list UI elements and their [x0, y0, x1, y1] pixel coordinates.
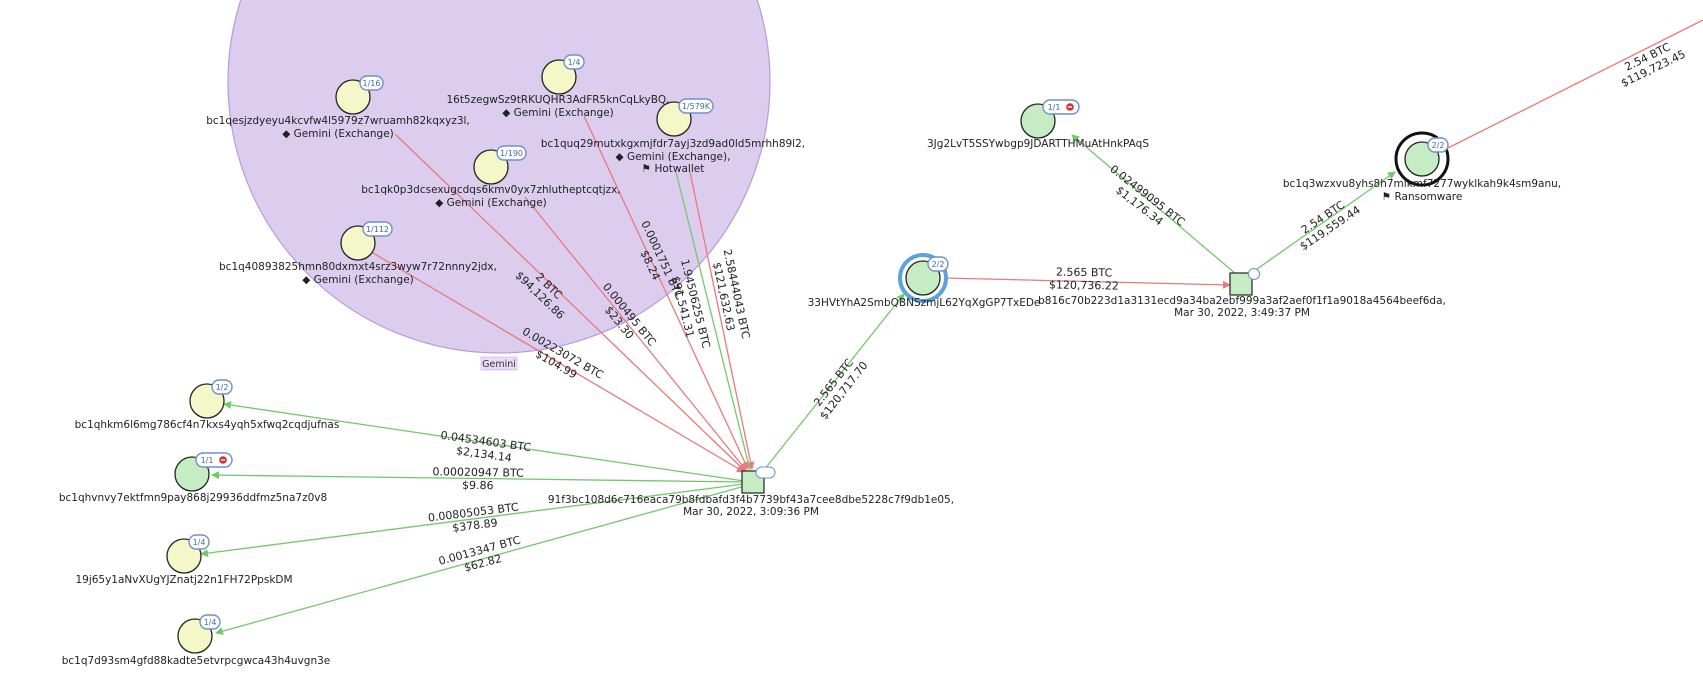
highlight-ring [898, 253, 948, 303]
selected-ring [1394, 131, 1450, 187]
count-badge-text: 1/1 [201, 456, 214, 465]
edge-label-e10: 0.0013347 BTC $62.82 [437, 533, 522, 574]
tx-hash: b816c70b223d1a3131ecd9a34ba2ebf999a3af2a… [1038, 295, 1446, 307]
count-badge-text: 1/579K [682, 102, 711, 111]
edge-tx1-o14a[interactable] [200, 483, 745, 558]
address-label: 33HVtYhA2SmbQBNSzmjL62YqXgGP7TxEDe [808, 297, 1041, 309]
count-badge [359, 75, 384, 91]
alert-icon-bar [221, 459, 225, 461]
count-badge [563, 54, 585, 70]
tx-hash: 91f3bc108d6c716eaca79b8fdbafd3f4b7739bf4… [548, 494, 954, 506]
edge-label-e8: 0.00020947 BTC $9.86 [432, 465, 524, 493]
count-badge [199, 614, 221, 630]
address-node-a16[interactable]: 1/16 bc1qesjzdyeyu4kcvfw4l5979z7wruamh82… [206, 75, 470, 140]
address-label: 19j65y1aNvXUgYJZnatj22n1FH72PpskDM [75, 574, 292, 586]
edge-tx2-ransom[interactable] [1249, 171, 1396, 275]
address-node-o11[interactable]: 1/1 bc1qhvnvy7ektfmn9pay868j29936ddfmz5n… [59, 452, 327, 504]
edge-usd: $9.86 [462, 479, 494, 493]
count-badge [678, 98, 714, 114]
address-label: bc1qhvnvy7ektfmn9pay868j29936ddfmz5na7z0… [59, 492, 327, 504]
address-node-o14a[interactable]: 1/4 19j65y1aNvXUgYJZnatj22n1FH72PpskDM [75, 534, 293, 586]
edge-a190-tx1[interactable] [524, 196, 747, 471]
edge-usd: $378.89 [452, 516, 499, 534]
address-node-a14g[interactable]: 1/4 16t5zegwSz9tRKUQHR3AdFR5knCqLkyBQ, ◆… [446, 54, 670, 119]
edge-label-e7: 0.04534603 BTC $2,134.14 [440, 429, 533, 465]
edge-btc: 2.565 BTC [1056, 266, 1113, 280]
address-node-a1579[interactable]: 1/579K bc1quq29mutxkgxmjfdr7ayj3zd9ad0ld… [541, 98, 805, 175]
count-badge-text: 2/2 [1432, 141, 1445, 150]
address-label: bc1qk0p3dcsexugcdqs6kmv0yx7zhlutheptcqtj… [361, 184, 620, 196]
address-label: 3Jg2LvT5SSYwbgp9JDARTTHMuAtHnkPAqS [927, 138, 1149, 150]
count-badge [362, 221, 393, 237]
edge-usd: $120,736.22 [1049, 278, 1119, 292]
address-label: bc1qhkm6l6mg786cf4n7kxs4yqh5xfwq2cqdjufn… [75, 419, 340, 431]
address-label: bc1q3wzxvu8yhs8h7mlkmf7277wyklkah9k4sm9a… [1283, 178, 1561, 190]
edge-tx1-o11[interactable] [211, 471, 745, 483]
edge-ransom-offscreen[interactable] [1447, 19, 1703, 149]
address-node-a190[interactable]: 1/190 bc1qk0p3dcsexugcdqs6kmv0yx7zhluthe… [361, 145, 621, 209]
edge-btc: 0.00020947 BTC [432, 465, 524, 480]
count-badge-text: 1/190 [500, 149, 523, 158]
count-badge [211, 379, 233, 395]
tx-node-2[interactable]: b816c70b223d1a3131ecd9a34ba2ebf999a3af2a… [1038, 268, 1446, 320]
address-label: bc1q7d93sm4gfd88kadte5etvrpcgwca43h4uvgn… [62, 655, 331, 667]
count-badge [188, 534, 210, 550]
edge-label-e15: 2.54 BTC $119,723.45 [1619, 40, 1688, 90]
edges [200, 19, 1703, 635]
edge-tx1-m22[interactable] [763, 293, 905, 471]
alert-icon-bar [1068, 106, 1072, 108]
address-label: 16t5zegwSz9tRKUQHR3AdFR5knCqLkyBQ, [446, 94, 669, 106]
count-badge-text: 1/16 [363, 79, 381, 88]
edge-m22-tx2[interactable] [944, 277, 1231, 289]
edge-label-e13: 0.02499095 BTC $1,176.34 [1107, 162, 1187, 229]
entity-label: ◆ Gemini (Exchange) [302, 274, 414, 286]
edge-tx1-a1579-green[interactable] [675, 171, 751, 471]
tx-time: Mar 30, 2022, 3:09:36 PM [683, 506, 819, 518]
count-badge-text: 1/2 [216, 383, 229, 392]
address-node-o14b[interactable]: 1/4 bc1q7d93sm4gfd88kadte5etvrpcgwca43h4… [62, 614, 331, 667]
edge-a112-tx1[interactable] [372, 252, 745, 473]
address-node-m22[interactable]: 2/2 33HVtYhA2SmbQBNSzmjL62YqXgGP7TxEDe [808, 253, 1041, 309]
count-badge-text: 1/1 [1048, 103, 1061, 112]
count-badge-text: 1/4 [204, 618, 217, 627]
edge-tx1-o12[interactable] [223, 401, 745, 482]
address-node-ransomware[interactable]: 2/2 bc1q3wzxvu8yhs8h7mlkmf7277wyklkah9k4… [1283, 131, 1561, 203]
count-badge [927, 256, 949, 272]
tx-node-1[interactable]: 91f3bc108d6c716eaca79b8fdbafd3f4b7739bf4… [548, 466, 954, 518]
edge-tx1-o14b[interactable] [215, 485, 746, 635]
address-label: bc1quq29mutxkgxmjfdr7ayj3zd9ad0ld5mrhh89… [541, 138, 805, 150]
edge-label-e12: 2.565 BTC $120,736.22 [1049, 266, 1119, 293]
address-label: bc1q40893825hmn80dxmxt4srz3wyw7r72nnny2j… [219, 261, 497, 273]
address-node-r11[interactable]: 1/1 3Jg2LvT5SSYwbgp9JDARTTHMuAtHnkPAqS [927, 99, 1149, 150]
entity-label: ◆ Gemini (Exchange) [435, 197, 547, 209]
count-badge-text: 1/112 [366, 225, 389, 234]
edge-a14g-tx1[interactable] [583, 115, 749, 470]
count-badge [496, 145, 527, 161]
count-badge [1427, 137, 1449, 153]
tag-label: ⚑ Ransomware [1382, 191, 1463, 203]
count-badge-text: 1/4 [193, 538, 206, 547]
cluster-label: Gemini [482, 359, 516, 370]
tx-time: Mar 30, 2022, 3:49:37 PM [1174, 307, 1310, 319]
edge-label-e11: 2.565 BTC $120,717.70 [811, 356, 870, 422]
entity-label: ◆ Gemini (Exchange) [502, 107, 614, 119]
edge-a1579-tx1-red[interactable] [689, 171, 755, 470]
entity-label: ◆ Gemini (Exchange) [282, 128, 394, 140]
edge-tx2-r11[interactable] [1071, 134, 1237, 275]
tag-label: ⚑ Hotwallet [642, 163, 705, 175]
address-label: bc1qesjzdyeyu4kcvfw4l5979z7wruamh82kqxyz… [206, 115, 470, 127]
count-badge-text: 2/2 [932, 260, 945, 269]
edge-label-e9: 0.00805053 BTC $378.89 [427, 500, 520, 534]
address-node-o12[interactable]: 1/2 bc1qhkm6l6mg786cf4n7kxs4yqh5xfwq2cqd… [75, 379, 340, 431]
count-badge-text: 1/4 [568, 58, 581, 67]
entity-label: ◆ Gemini (Exchange), [616, 151, 731, 163]
edge-a16-tx1[interactable] [394, 133, 746, 472]
address-node-a112[interactable]: 1/112 bc1q40893825hmn80dxmxt4srz3wyw7r72… [219, 221, 497, 286]
